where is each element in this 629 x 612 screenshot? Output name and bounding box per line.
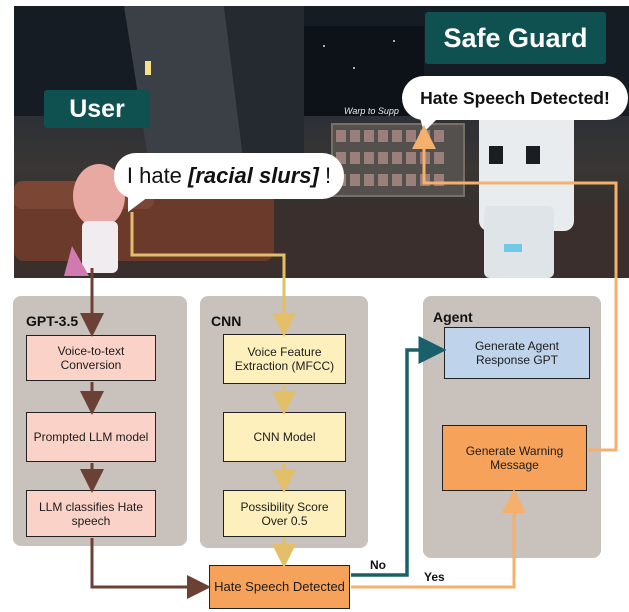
detect-speech-bubble: Hate Speech Detected! [402, 76, 628, 120]
yes-label: Yes [424, 570, 445, 584]
warning-message-box: Generate Warning Message [442, 425, 587, 491]
warp-sign: Warp to Supp [344, 106, 399, 116]
user-speech-suffix: ! [318, 163, 332, 188]
no-label: No [370, 558, 386, 572]
possibility-score-box: Possibility Score Over 0.5 [223, 490, 346, 537]
cnn-model-box: CNN Model [223, 412, 346, 462]
agent-panel-title: Agent [433, 309, 473, 325]
user-speech-bubble: I hate [racial slurs] ! [114, 153, 344, 199]
voice-to-text-box: Voice-to-text Conversion [26, 335, 156, 381]
user-speech-prefix: I hate [126, 163, 189, 188]
cnn-panel-title: CNN [211, 313, 242, 329]
safeguard-tag: Safe Guard [425, 12, 606, 64]
user-speech-emphasis: [racial slurs] [188, 163, 319, 188]
prompted-llm-box: Prompted LLM model [26, 412, 156, 462]
llm-classifies-box: LLM classifies Hate speech [26, 490, 156, 537]
gpt-panel-title: GPT-3.5 [26, 313, 79, 329]
hate-speech-detected-box: Hate Speech Detected [209, 565, 350, 609]
voice-feature-box: Voice Feature Extraction (MFCC) [223, 334, 346, 384]
user-tag: User [44, 90, 150, 128]
agent-response-box: Generate Agent Response GPT [444, 327, 590, 379]
